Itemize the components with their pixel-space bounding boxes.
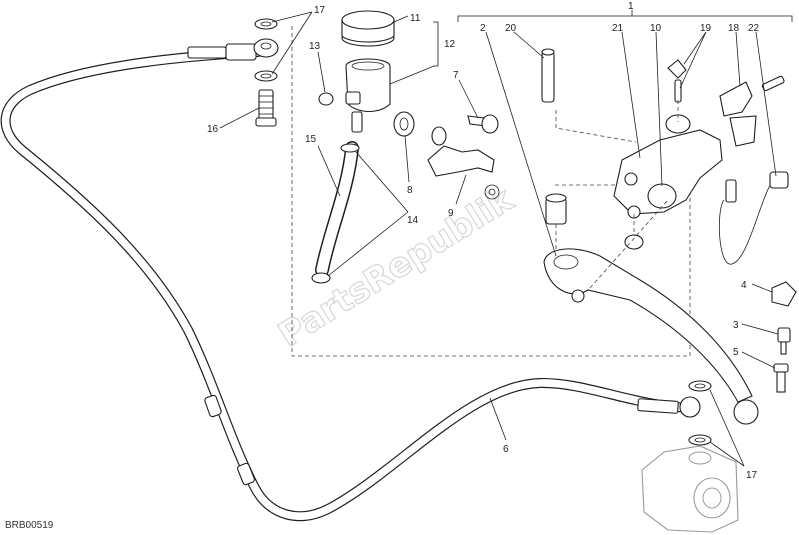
washer	[254, 18, 278, 30]
hose-clamp	[311, 272, 331, 284]
callout-9: 9	[448, 208, 454, 219]
callout-15: 15	[305, 134, 317, 145]
callout-17-bottom: 17	[746, 470, 758, 481]
clutch-lever	[543, 248, 753, 403]
callout-21: 21	[612, 23, 624, 34]
clamp-bolt	[761, 75, 785, 92]
bleed-screw	[674, 79, 682, 103]
hose-clamp	[340, 143, 360, 153]
bracket-ring	[431, 126, 447, 146]
nut	[624, 234, 644, 250]
clutch-switch-wire	[718, 181, 773, 265]
callout-6: 6	[503, 444, 509, 455]
callout-1: 1	[628, 1, 634, 12]
callout-8: 8	[407, 185, 413, 196]
master-cylinder	[613, 129, 723, 215]
adjuster-pin	[777, 327, 791, 343]
group-bracket-1	[457, 15, 793, 22]
reservoir-bracket	[427, 145, 495, 177]
grommet	[393, 111, 415, 137]
adjuster-knob	[771, 281, 797, 307]
hose-sleeve	[237, 462, 255, 486]
gear-icon	[484, 184, 500, 200]
callout-10: 10	[650, 23, 662, 34]
lever-tip	[733, 399, 759, 425]
clutch-switch	[769, 171, 789, 189]
watermark: PartsRepublik	[272, 179, 522, 356]
callout-16: 16	[207, 124, 219, 135]
callout-18: 18	[728, 23, 740, 34]
callout-2: 2	[480, 23, 486, 34]
group-bracket-12	[433, 21, 439, 67]
callout-14: 14	[407, 215, 419, 226]
callout-13: 13	[309, 41, 321, 52]
hose-fitting-top	[187, 46, 227, 59]
hose-sleeve	[204, 394, 222, 418]
callout-5: 5	[733, 347, 739, 358]
callout-3: 3	[733, 320, 739, 331]
drawing-code: BRB00519	[5, 520, 54, 531]
callout-17-top: 17	[314, 5, 326, 16]
banjo-bolt	[258, 89, 274, 121]
mirror-clamp	[719, 81, 753, 117]
callout-20: 20	[505, 23, 517, 34]
washer	[254, 70, 278, 82]
callout-7: 7	[453, 70, 459, 81]
pivot-pin	[541, 51, 555, 103]
callout-12: 12	[444, 39, 456, 50]
washer	[688, 380, 712, 392]
callout-11: 11	[410, 13, 421, 24]
adjuster-screw	[773, 363, 789, 373]
assembly-boundary	[291, 26, 691, 357]
bleed-cap	[667, 59, 687, 79]
washer	[688, 434, 712, 446]
screw	[318, 92, 334, 106]
callout-22: 22	[748, 23, 760, 34]
banjo-fitting	[253, 38, 279, 58]
callout-19: 19	[700, 23, 712, 34]
hose-fitting-bottom	[637, 398, 679, 414]
callout-4: 4	[741, 280, 747, 291]
